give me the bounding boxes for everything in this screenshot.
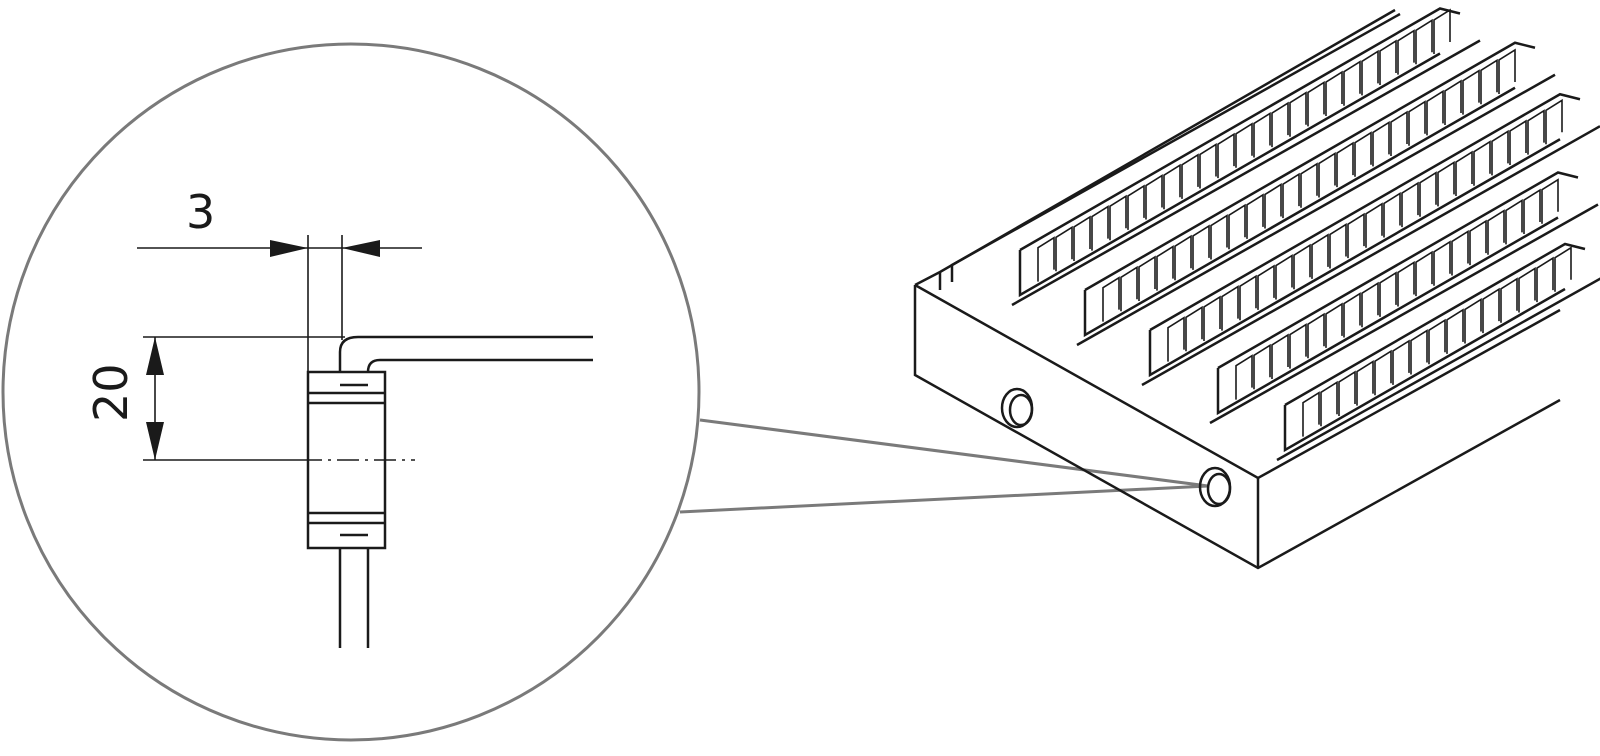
arrow-left-icon xyxy=(342,240,380,257)
leader-lines xyxy=(679,418,1209,514)
width-dimension-label: 3 xyxy=(186,185,215,239)
arrow-up-icon xyxy=(146,337,164,375)
heater-block xyxy=(913,7,1600,570)
height-dimension: 20 xyxy=(84,336,415,461)
height-dimension-label: 20 xyxy=(84,363,138,422)
detail-magnifier-circle xyxy=(1,42,701,742)
arrow-down-icon xyxy=(146,422,164,460)
arrow-right-icon xyxy=(270,240,308,257)
pipe-connection-detail: 3 20 xyxy=(84,185,593,648)
width-dimension: 3 xyxy=(137,185,422,372)
fin-rows xyxy=(1011,7,1600,462)
